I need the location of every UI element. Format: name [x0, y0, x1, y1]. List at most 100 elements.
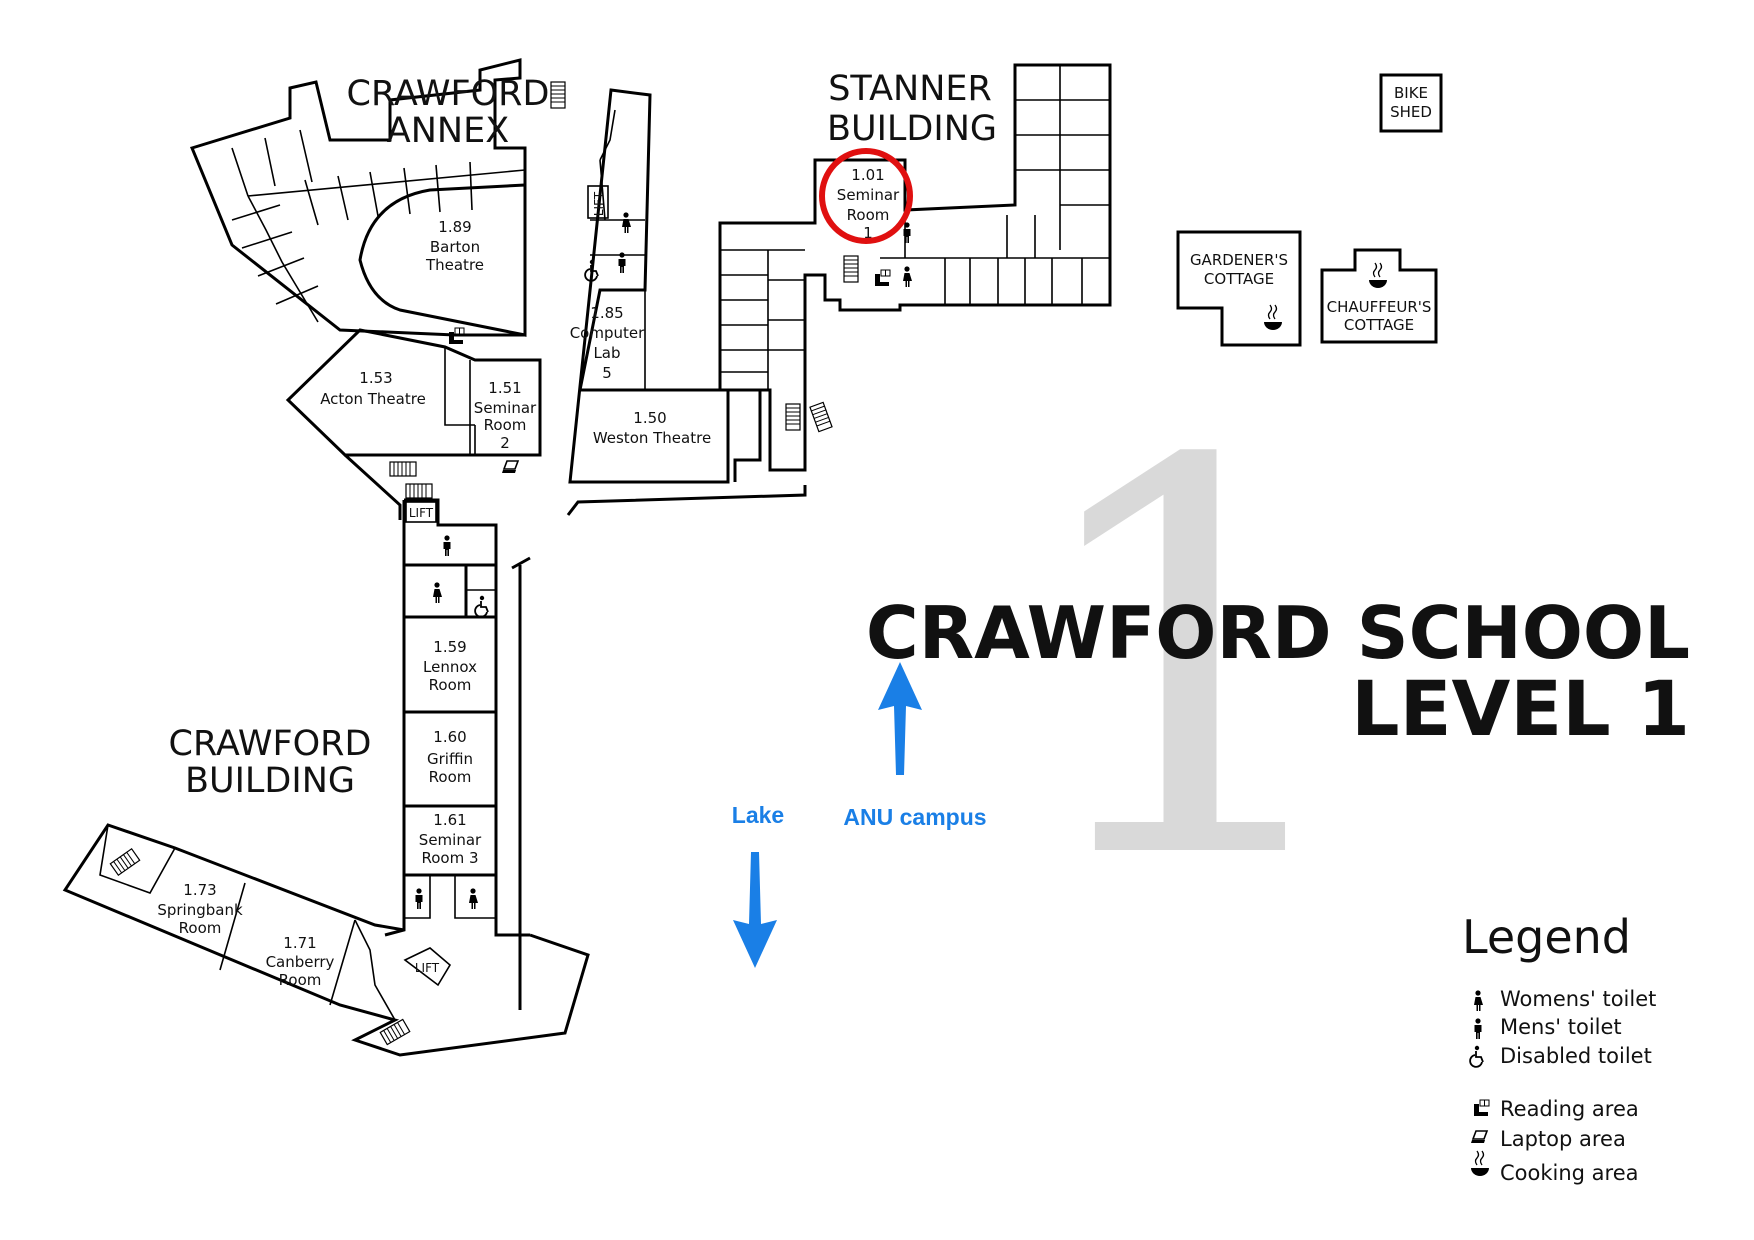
svg-text:1.59: 1.59 [433, 638, 466, 656]
svg-text:1: 1 [863, 224, 873, 242]
svg-text:Room: Room [279, 971, 322, 989]
laptop-area-icon [1470, 1130, 1488, 1144]
lift-south: LIFT [415, 961, 440, 975]
cooking-area-icon [1263, 304, 1283, 331]
crawford-annex-label-1: CRAWFORD [347, 74, 550, 114]
svg-text:Griffin: Griffin [427, 750, 473, 768]
svg-text:Weston Theatre: Weston Theatre [593, 429, 711, 447]
reading-area-icon [874, 269, 891, 287]
room-1-61: 1.61 Seminar Room 3 [419, 811, 482, 867]
svg-text:Mens' toilet: Mens' toilet [1500, 1015, 1622, 1039]
reading-area-icon [1473, 1099, 1490, 1117]
svg-text:Lab: Lab [593, 344, 620, 362]
level-numeral: 1 [1018, 350, 1362, 978]
stanner-label-2: BUILDING [827, 109, 997, 149]
room-1-50: 1.50 Weston Theatre [593, 409, 711, 447]
legend-item-disabled-toilet: Disabled toilet [1469, 1044, 1652, 1068]
arrow-down-lake-icon [733, 852, 777, 968]
svg-text:Laptop area: Laptop area [1500, 1127, 1626, 1151]
chauffeurs-cottage: CHAUFFEUR'S COTTAGE [1320, 248, 1438, 344]
svg-text:Disabled toilet: Disabled toilet [1500, 1044, 1652, 1068]
svg-text:COTTAGE: COTTAGE [1204, 270, 1274, 288]
womens-toilet-icon [1474, 990, 1483, 1011]
svg-text:1.71: 1.71 [283, 934, 316, 952]
room-1-73: 1.73 Springbank Room [157, 881, 243, 937]
svg-text:1.51: 1.51 [488, 379, 521, 397]
svg-text:Acton Theatre: Acton Theatre [320, 390, 426, 408]
svg-text:1.60: 1.60 [433, 728, 466, 746]
room-1-60: 1.60 Griffin Room [427, 728, 473, 786]
legend-title: Legend [1462, 910, 1631, 964]
disabled-toilet-icon [1469, 1044, 1484, 1068]
legend-item-cooking-area: Cooking area [1470, 1150, 1639, 1185]
legend-item-womens-toilet: Womens' toilet [1474, 987, 1656, 1011]
svg-text:2: 2 [500, 434, 510, 452]
svg-text:COTTAGE: COTTAGE [1344, 316, 1414, 334]
legend-item-laptop-area: Laptop area [1470, 1127, 1626, 1151]
svg-text:Computer: Computer [570, 324, 645, 342]
laptop-area-icon [501, 460, 519, 474]
stairs-acton [389, 461, 433, 499]
stairs-south [109, 848, 411, 1046]
svg-text:Room: Room [429, 676, 472, 694]
cooking-area-icon [1368, 262, 1388, 289]
map-title-line-1: CRAWFORD SCHOOL [866, 591, 1690, 675]
crawford-annex-walls [189, 58, 527, 337]
svg-text:Canberry: Canberry [266, 953, 335, 971]
svg-text:LIFT: LIFT [415, 961, 440, 975]
svg-text:Theatre: Theatre [425, 256, 484, 274]
room-1-59: 1.59 Lennox Room [423, 638, 477, 694]
map-title-line-2: LEVEL 1 [1351, 664, 1690, 753]
bike-shed: BIKE SHED [1379, 73, 1443, 133]
legend-item-reading-area: Reading area [1473, 1097, 1639, 1121]
svg-text:5: 5 [602, 364, 612, 382]
svg-text:Room: Room [484, 416, 527, 434]
svg-text:SHED: SHED [1390, 103, 1432, 121]
svg-text:Seminar: Seminar [837, 186, 900, 204]
mens-toilet-icon [1474, 1018, 1482, 1039]
svg-text:Room: Room [179, 919, 222, 937]
highlight-circle-room-1-01 [819, 148, 913, 244]
cooking-area-icon [1470, 1150, 1490, 1177]
svg-text:Room 3: Room 3 [421, 849, 478, 867]
svg-text:Room: Room [429, 768, 472, 786]
acton-block-walls [285, 328, 542, 520]
room-1-53: 1.53 Acton Theatre [320, 369, 426, 408]
anu-campus-label: ANU campus [843, 804, 986, 830]
svg-text:Seminar: Seminar [474, 399, 537, 417]
svg-text:Barton: Barton [430, 238, 480, 256]
svg-text:1.61: 1.61 [433, 811, 466, 829]
svg-text:Reading area: Reading area [1500, 1097, 1639, 1121]
svg-text:1.89: 1.89 [438, 218, 471, 236]
room-1-51: 1.51 Seminar Room 2 [474, 379, 537, 452]
room-1-89: 1.89 Barton Theatre [425, 218, 484, 274]
svg-text:1.85: 1.85 [590, 304, 623, 322]
lab-toilets [584, 212, 631, 282]
svg-text:Womens' toilet: Womens' toilet [1500, 987, 1656, 1011]
room-1-71: 1.71 Canberry Room [266, 934, 335, 989]
svg-text:1.01: 1.01 [851, 166, 884, 184]
svg-text:Seminar: Seminar [419, 831, 482, 849]
svg-text:1.53: 1.53 [359, 369, 392, 387]
room-1-85: 1.85 Computer Lab 5 [570, 304, 645, 382]
svg-text:GARDENER'S: GARDENER'S [1190, 251, 1288, 269]
legend-item-mens-toilet: Mens' toilet [1474, 1015, 1622, 1039]
svg-text:Springbank: Springbank [157, 901, 243, 919]
lift-spine: LIFT [405, 501, 437, 523]
weston-block-walls [566, 88, 807, 516]
crawford-building-label-2: BUILDING [185, 761, 355, 801]
lake-label: Lake [732, 802, 784, 828]
arrow-up-anu-campus-icon [878, 662, 922, 775]
svg-text:Lennox: Lennox [423, 658, 477, 676]
svg-text:LIFT: LIFT [409, 506, 434, 520]
svg-text:1.73: 1.73 [183, 881, 216, 899]
svg-text:BIKE: BIKE [1394, 84, 1428, 102]
svg-text:LIFT: LIFT [592, 191, 606, 216]
stanner-label-1: STANNER [828, 69, 992, 109]
crawford-annex-label-2: ANNEX [387, 111, 509, 151]
room-1-01: 1.01 Seminar Room 1 [837, 166, 900, 242]
legend: Legend Womens' toilet Mens' toilet Disab… [1462, 910, 1656, 1185]
stairs-stanner [785, 255, 859, 433]
gardeners-cottage: GARDENER'S COTTAGE [1176, 230, 1302, 347]
